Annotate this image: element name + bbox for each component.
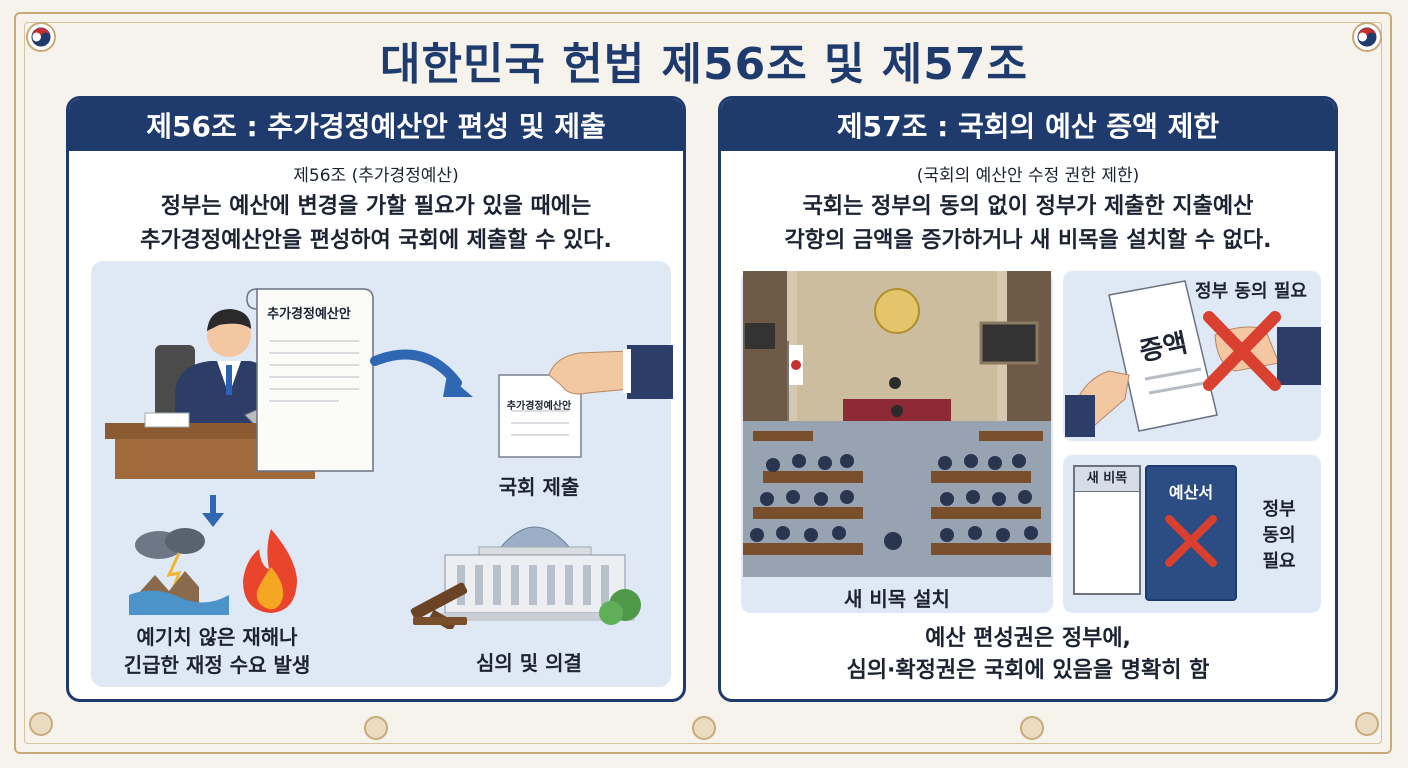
consent-vertical-2: 동의 [1262, 525, 1296, 546]
article-56-text: 정부는 예산에 변경을 가할 필요가 있을 때에는 추가경정예산안을 편성하여 … [69, 190, 683, 258]
supplementary-budget-scroll [246, 288, 374, 472]
article-57-text-line1: 국회는 정부의 동의 없이 정부가 제출한 지출예산 [802, 194, 1254, 219]
disaster-caption-line1: 예기치 않은 재해나 [136, 625, 298, 649]
budget-book: 예산서 [1145, 465, 1237, 601]
increase-document-illustration [1065, 280, 1321, 437]
footer-note: 예산 편성권은 정부에, 심의·확정권은 국회에 있음을 명확히 함 [721, 623, 1335, 687]
hand-document-label: 추가경정예산안 [506, 401, 572, 412]
hand-submitting-document [498, 345, 673, 458]
new-item-box: 새 비목 [1073, 465, 1141, 595]
review-vote-label: 심의 및 의결 [476, 651, 582, 675]
article-56-panel: 제56조 : 추가경정예산안 편성 및 제출 제56조 (추가경정예산) 정부는… [66, 96, 686, 702]
article-57-panel: 제57조 : 국회의 예산 증액 제한 (국회의 예산안 수정 권한 제한) 국… [718, 96, 1338, 702]
new-item-box-label: 새 비목 [1075, 467, 1139, 492]
new-item-establishment-caption: 새 비목 설치 [844, 587, 950, 611]
article-56-text-line2: 추가경정예산안을 편성하여 국회에 제출할 수 있다. [140, 228, 612, 253]
consent-vertical-3: 필요 [1262, 551, 1296, 572]
border-seal-icon [692, 716, 716, 740]
article-56-header: 제56조 : 추가경정예산안 편성 및 제출 [69, 99, 683, 151]
fire-icon [243, 529, 297, 613]
storm-flood-icon [129, 528, 229, 615]
consent-required-label: 정부 동의 필요 [1195, 281, 1307, 302]
footer-note-line2: 심의·확정권은 국회에 있음을 명확히 함 [846, 658, 1210, 683]
national-assembly-building-illustration [410, 526, 641, 629]
footer-note-line1: 예산 편성권은 정부에, [925, 626, 1131, 651]
corner-emblem-icon [26, 22, 56, 52]
article-56-subtitle: 제56조 (추가경정예산) [293, 166, 459, 186]
corner-seal-icon [1355, 712, 1379, 736]
curved-arrow-icon [370, 349, 473, 397]
article-57-header: 제57조 : 국회의 예산 증액 제한 [721, 99, 1335, 151]
down-arrow-icon [202, 495, 224, 527]
border-seal-icon [1020, 716, 1044, 740]
disaster-caption: 예기치 않은 재해나 긴급한 재정 수요 발생 [97, 623, 337, 679]
article-57-text-line2: 각항의 금액을 증가하거나 새 비목을 설치할 수 없다. [784, 228, 1272, 253]
corner-emblem-icon [1352, 22, 1382, 52]
outer-frame [14, 12, 1392, 754]
inner-frame [24, 22, 1382, 744]
assembly-hall-illustration [743, 271, 1051, 577]
article-57-text: 국회는 정부의 동의 없이 정부가 제출한 지출예산 각항의 금액을 증가하거나… [721, 190, 1335, 258]
submit-to-assembly-label: 국회 제출 [498, 475, 580, 499]
corner-seal-icon [29, 712, 53, 736]
consent-vertical-1: 정부 [1262, 499, 1296, 520]
article-56-text-line1: 정부는 예산에 변경을 가할 필요가 있을 때에는 [160, 194, 592, 219]
close-icon [1165, 515, 1217, 567]
scroll-label: 추가경정예산안 [267, 307, 351, 322]
disaster-caption-line2: 긴급한 재정 수요 발생 [123, 653, 311, 677]
page-title: 대한민국 헌법 제56조 및 제57조 [379, 39, 1028, 90]
article-57-subtitle: (국회의 예산안 수정 권한 제한) [916, 166, 1140, 186]
consent-vertical-label: 정부 동의 필요 [1251, 497, 1307, 575]
budget-book-label: 예산서 [1168, 483, 1214, 502]
border-seal-icon [364, 716, 388, 740]
